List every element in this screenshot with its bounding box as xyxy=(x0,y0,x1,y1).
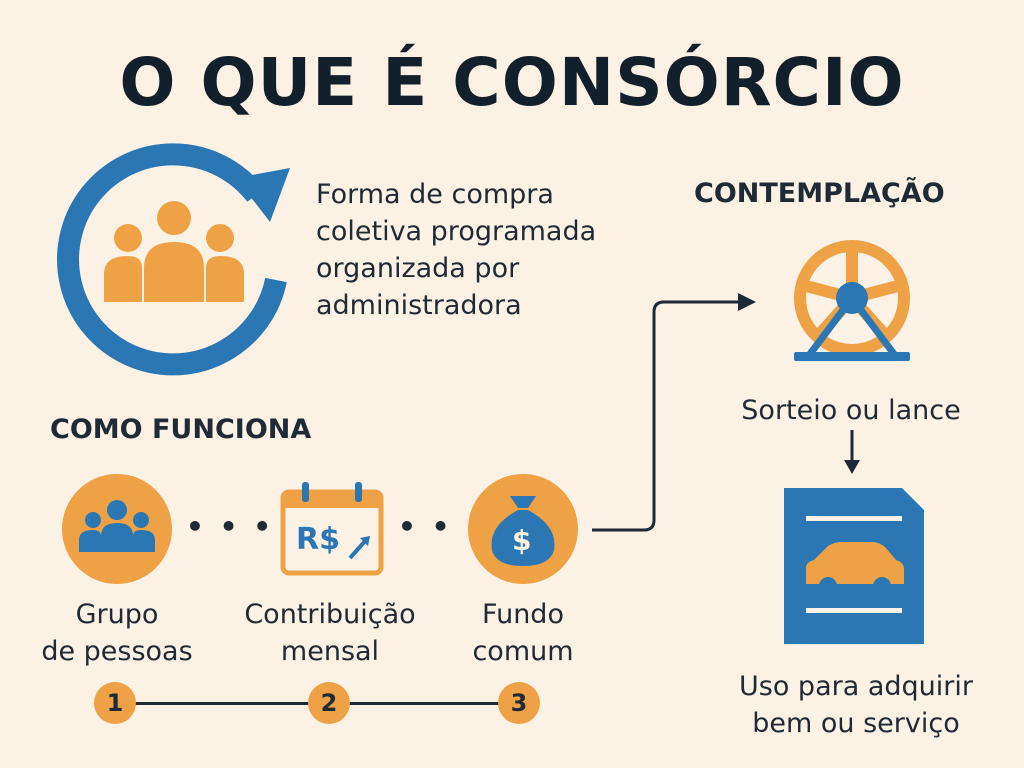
down-arrow-icon xyxy=(844,430,860,474)
step-label-line: mensal xyxy=(280,636,380,667)
step-number-3: 3 xyxy=(498,682,540,724)
step-label-fund: Fundo comum xyxy=(450,596,596,670)
money-bag-icon: $ xyxy=(468,474,578,584)
step-label-line: Grupo xyxy=(75,599,159,630)
draw-label: Sorteio ou lance xyxy=(741,395,961,426)
definition-text: Forma de compra coletiva programada orga… xyxy=(316,176,656,324)
step-label-line: de pessoas xyxy=(41,636,193,667)
car-document-icon xyxy=(784,488,924,644)
step-separator: • • • • • xyxy=(398,510,458,543)
cycle-group-icon xyxy=(57,143,290,376)
money-bag-label: $ xyxy=(512,524,532,557)
calendar-money-label: R$ xyxy=(296,522,340,557)
definition-line: organizada por xyxy=(316,253,520,284)
page-title: O QUE É CONSÓRCIO xyxy=(119,44,905,121)
how-it-works-heading: COMO FUNCIONA xyxy=(50,414,312,445)
definition-line: coletiva programada xyxy=(316,216,597,247)
definition-line: Forma de compra xyxy=(316,179,554,210)
use-label-line: bem ou serviço xyxy=(752,708,960,739)
use-label: Uso para adquirir bem ou serviço xyxy=(706,668,1006,742)
contemplation-heading: CONTEMPLAÇÃO xyxy=(694,178,945,209)
step-label-line: Fundo xyxy=(482,599,564,630)
step-label-line: Contribuição xyxy=(244,599,416,630)
step-label-contribution: Contribuição mensal xyxy=(222,596,438,670)
step-number-1: 1 xyxy=(94,682,136,724)
lottery-wheel-icon xyxy=(794,240,910,361)
step-label-line: comum xyxy=(472,636,574,667)
calendar-money-icon: R$ xyxy=(280,482,384,576)
step-number-2: 2 xyxy=(308,682,350,724)
group-icon xyxy=(62,474,172,584)
definition-line: administradora xyxy=(316,290,522,321)
use-label-line: Uso para adquirir xyxy=(739,671,973,702)
connector-arrow-icon xyxy=(592,293,756,532)
step-label-group: Grupo de pessoas xyxy=(20,596,214,670)
